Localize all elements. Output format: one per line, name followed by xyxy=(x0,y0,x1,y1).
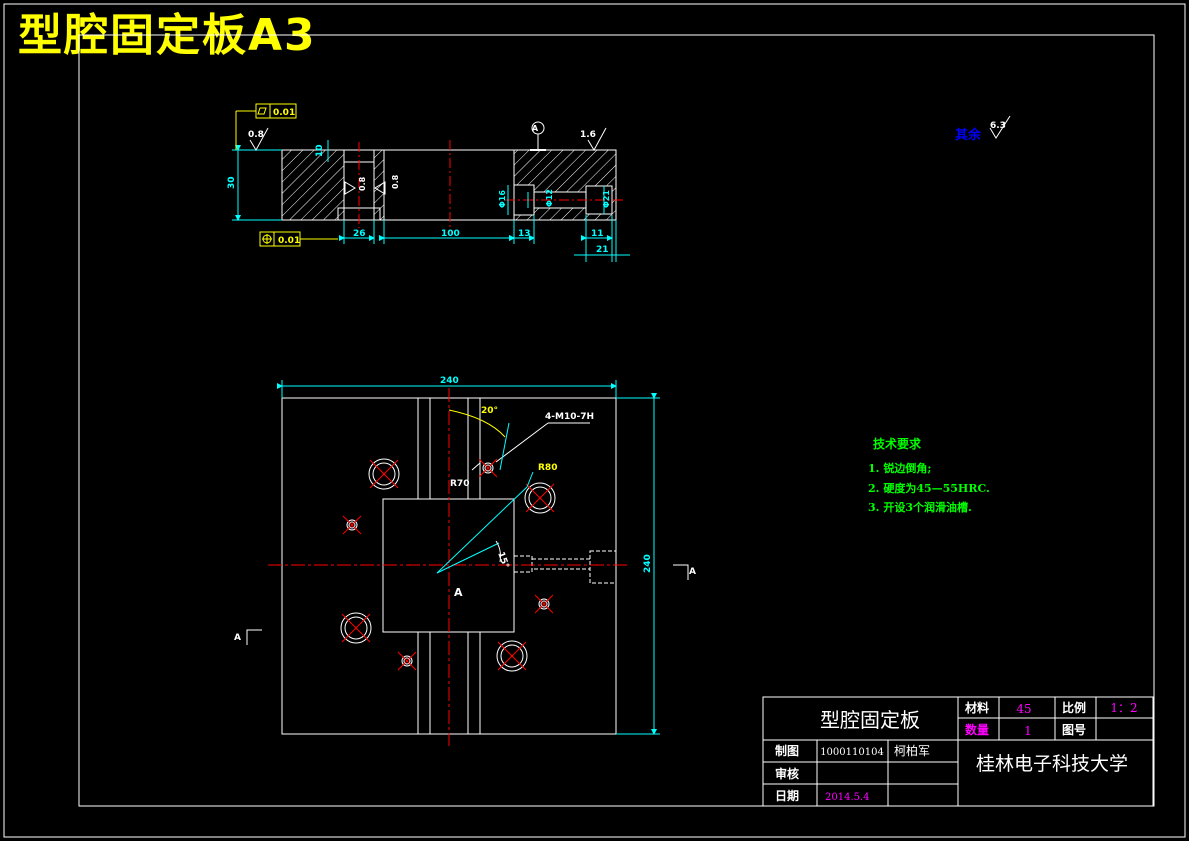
school-name: 桂林电子科技大学 xyxy=(976,753,1128,775)
dim-height: 30 xyxy=(227,176,237,189)
check-label: 审核 xyxy=(775,766,799,781)
tech-requirements: 技术要求 1. 锐边倒角; 2. 硬度为45—55HRC. 3. 开设3个润滑油… xyxy=(868,436,990,514)
scale-value: 1：2 xyxy=(1110,701,1137,715)
dim-center: 100 xyxy=(441,229,460,239)
dim-plate-height: 240 xyxy=(643,554,653,573)
dim-13: 13 xyxy=(518,229,531,239)
outer-border xyxy=(3,3,1186,838)
roughness-left: 0.8 xyxy=(248,130,264,140)
material-label: 材料 xyxy=(964,700,989,715)
dim-11: 11 xyxy=(591,229,604,239)
roughness-right: 1.6 xyxy=(580,130,596,140)
thread-callout: 4-M10-7H xyxy=(545,412,594,422)
tech-item-3: 3. 开设3个润滑油槽. xyxy=(868,500,972,514)
quantity-value: 1 xyxy=(1024,724,1032,738)
dim-21: 21 xyxy=(596,245,609,255)
title-block xyxy=(762,696,1154,807)
datum-a-label: A xyxy=(532,124,539,133)
section-left-block xyxy=(281,149,345,221)
material-value: 45 xyxy=(1016,702,1031,716)
drawn-name: 柯柏军 xyxy=(894,743,930,758)
section-mark-left: A xyxy=(234,633,241,643)
dim-depth: 10 xyxy=(315,144,325,157)
drawn-id: 1000110104 xyxy=(820,747,884,758)
quantity-label: 数量 xyxy=(965,722,989,737)
flatness-value: 0.01 xyxy=(273,108,295,118)
tech-title: 技术要求 xyxy=(873,436,922,451)
dia-16: Φ16 xyxy=(498,190,507,208)
scale-label: 比例 xyxy=(1062,700,1086,715)
tech-item-1: 1. 锐边倒角; xyxy=(868,461,931,475)
drawing-no-label: 图号 xyxy=(1062,722,1086,737)
date-value: 2014.5.4 xyxy=(825,792,870,803)
plan-view xyxy=(246,380,689,746)
roughness-note-label: 其余 xyxy=(955,127,982,143)
inner-border xyxy=(78,34,1155,807)
dia-12: Φ12 xyxy=(545,189,554,207)
roughness-hole-2: 0.8 xyxy=(391,174,400,189)
dim-width: 240 xyxy=(440,376,459,386)
radius-r70: R70 xyxy=(450,479,469,489)
roughness-hole-1: 0.8 xyxy=(358,176,367,191)
dim-bolt-hole: 26 xyxy=(353,229,366,239)
section-view xyxy=(232,103,1011,262)
radius-r80: R80 xyxy=(538,463,557,473)
drawn-label: 制图 xyxy=(775,743,799,758)
position-value: 0.01 xyxy=(278,236,300,246)
pocket-label: A xyxy=(454,586,463,599)
tech-item-2: 2. 硬度为45—55HRC. xyxy=(868,481,990,495)
part-name: 型腔固定板 xyxy=(820,708,920,732)
angle-20: 20° xyxy=(481,406,498,416)
section-mark-right: A xyxy=(689,567,696,577)
date-label: 日期 xyxy=(775,788,799,803)
dia-21: Φ21 xyxy=(602,190,611,208)
angle-15: 15° xyxy=(495,551,510,570)
roughness-note-value: 6.3 xyxy=(990,121,1006,131)
